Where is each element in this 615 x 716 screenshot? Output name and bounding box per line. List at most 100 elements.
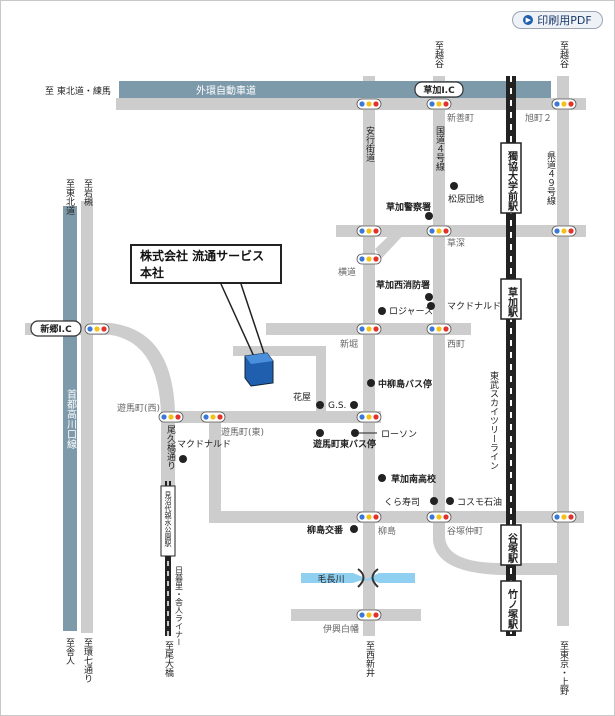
label-fire-station: 草加西消防署 — [376, 279, 430, 291]
label-bus-stop-2: 遊馬町東バス停 — [313, 438, 376, 450]
station-takenotsuka: 竹ノ塚駅 — [506, 588, 519, 630]
traffic-signal — [551, 98, 577, 110]
label-oboro-street: 尾久橋通り — [165, 425, 176, 470]
label-soka-police: 草加警察署 — [386, 201, 431, 213]
station-soka: 草加駅 — [506, 286, 519, 318]
label-tobu-line: 東武スカイツリーライン — [488, 370, 499, 470]
label-anggyo-kaido: 安行街道 — [364, 125, 375, 163]
road-company-h — [233, 346, 323, 356]
gaikan-expressway — [119, 81, 551, 98]
traffic-signal — [426, 98, 452, 110]
label-nishimachi: 西町 — [447, 339, 465, 350]
company-callout: 株式会社 流通サービス 本社 — [130, 244, 282, 284]
label-asahicho2: 旭町２ — [525, 112, 552, 124]
road-south-curve — [433, 511, 569, 575]
label-yomacho-west: 遊馬町(西) — [117, 402, 160, 414]
traffic-signal — [426, 225, 452, 237]
label-to-tohokudo: 至東北道 — [64, 179, 75, 216]
road-iseshiraume-h — [291, 609, 421, 621]
label-to-koshigaya-2: 至越谷 — [558, 41, 569, 69]
label-bus-stop-1: 中柳島バス停 — [378, 378, 432, 390]
road-oboro-curve — [25, 323, 175, 541]
label-mcdonalds-1: マクドナルド — [447, 301, 501, 312]
road-north-h — [116, 98, 586, 110]
label-soka-ic: 草加I.C — [423, 84, 455, 96]
traffic-signal — [356, 98, 382, 110]
label-to-koshigaya-1: 至越谷 — [433, 41, 444, 69]
traffic-signal — [84, 323, 110, 335]
soka-ic: 草加I.C — [414, 81, 464, 98]
print-pdf-button[interactable]: ▶ 印刷用PDF — [512, 11, 603, 29]
road-kendo49-v — [557, 76, 569, 626]
company-building — [220, 283, 274, 387]
label-matsubara: 松原団地 — [448, 193, 484, 205]
road-left-v — [209, 411, 221, 523]
station-dokkyo: 獨協大学前駅 — [506, 150, 519, 212]
traffic-signal — [356, 323, 382, 335]
label-yomacho-east: 遊馬町(東) — [221, 426, 264, 438]
traffic-signals — [84, 98, 577, 621]
label-kusafuka: 草深 — [447, 237, 465, 249]
label-to-iwatsuki: 至岩槻 — [82, 179, 93, 207]
traffic-signal — [356, 411, 382, 423]
road-company-v — [316, 346, 326, 416]
label-shinkyo-ic: 新郷I.C — [40, 323, 72, 335]
label-kura: くら寿司 — [384, 496, 420, 508]
label-shutoko: 首都高川口線 — [65, 388, 77, 449]
traffic-signal — [551, 511, 577, 523]
traffic-signal — [551, 225, 577, 237]
label-to-shika: 至舎人 — [64, 638, 75, 665]
traffic-signal — [356, 511, 382, 523]
label-cosmo: コスモ石油 — [457, 496, 502, 508]
kenaga-river: 毛長川 — [301, 568, 415, 588]
traffic-signal — [158, 411, 184, 423]
road-kokudo4-v — [433, 76, 445, 526]
roads — [25, 76, 586, 636]
traffic-signal — [356, 253, 382, 265]
label-to-odaibashi: 至尾大橋 — [163, 641, 174, 678]
road-yomacho-h — [161, 411, 381, 423]
arrow-right-circle-icon: ▶ — [523, 15, 534, 25]
station-minumadai: 見沼代親水公園駅 — [164, 491, 172, 548]
traffic-signal — [200, 411, 226, 423]
label-hanaya: 花屋 — [293, 391, 311, 403]
label-toneri-liner: 日暮里・舎人ライナー — [175, 566, 184, 646]
print-pdf-label: 印刷用PDF — [537, 14, 592, 27]
label-shinbori: 新堀 — [340, 338, 358, 350]
map-labels: 至 東北道・練馬 至越谷 至越谷 新善町 旭町２ 安行街道 国道４号線 県道４９… — [45, 41, 569, 695]
shutoko-expressway — [63, 206, 77, 631]
road-anggyo-v — [363, 76, 375, 636]
label-kokudo4: 国道４号線 — [434, 126, 445, 171]
label-yokomichi: 横道 — [338, 266, 356, 278]
label-gaikan: 外環自動車道 — [196, 84, 256, 97]
road-branch-diag — [375, 229, 409, 259]
label-to-kanpachi: 至環七通り — [82, 638, 93, 683]
label-lawson: ローソン — [381, 430, 417, 440]
label-soka-minami-hs: 草加南高校 — [391, 473, 437, 485]
traffic-signal — [356, 225, 382, 237]
road-iwatsuki-v — [81, 201, 93, 633]
label-to-tohoku-nerima: 至 東北道・練馬 — [45, 85, 111, 97]
station-yatsuka: 谷塚駅 — [506, 532, 519, 564]
station-boxes: 獨協大学前駅 草加駅 谷塚駅 竹ノ塚駅 見沼代親水公園駅 日暮里・舎人ライナー — [160, 142, 522, 646]
label-yanagishima-2: 柳島 — [378, 525, 396, 537]
traffic-signal — [426, 323, 452, 335]
traffic-signal — [356, 609, 382, 621]
label-to-nishiarai: 至西新井 — [364, 641, 375, 678]
label-yatsukanakamachi: 谷塚仲町 — [447, 525, 483, 537]
label-jusco: ロジャース — [389, 307, 433, 317]
label-gs: G.S. — [328, 401, 346, 411]
company-branch: 本社 — [140, 266, 165, 280]
label-yanagishima: 柳島交番 — [307, 524, 344, 536]
road-bottom-h — [209, 511, 584, 523]
label-iseshiraume: 伊興白幡 — [323, 623, 359, 635]
toneri-railway — [165, 481, 171, 636]
landmark-dots — [179, 182, 458, 533]
label-mcdonalds-2: マクドナルド — [177, 439, 231, 450]
label-to-tokyo-ueno: 至東京・上野 — [558, 641, 569, 695]
tobu-railway — [506, 76, 516, 636]
traffic-signal — [426, 511, 452, 523]
label-shinzencho: 新善町 — [447, 112, 474, 124]
